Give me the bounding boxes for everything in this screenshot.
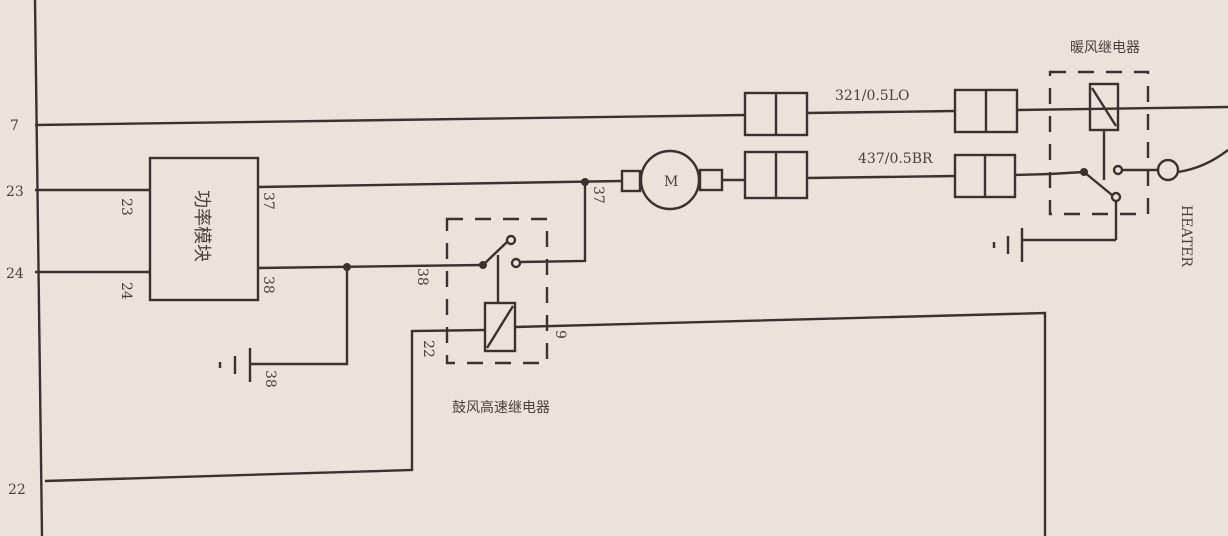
pin-label: 37 xyxy=(590,186,606,204)
power-module-label: 功率模块 xyxy=(191,190,212,262)
wire-label-top: 321/0.5LO xyxy=(835,88,909,104)
heater-symbol xyxy=(1156,158,1180,182)
heater-label: HEATER xyxy=(1178,205,1194,267)
pin-label: 38 xyxy=(262,370,278,388)
wire-label-middle: 437/0.5BR xyxy=(858,151,933,167)
heater-relay-box xyxy=(1048,70,1150,216)
high-speed-relay-box xyxy=(445,217,549,365)
pin-label: 9 xyxy=(552,330,568,339)
pin-label: 38 xyxy=(260,276,276,294)
left-bus xyxy=(33,0,44,536)
heater-relay-label: 暖风继电器 xyxy=(1070,40,1140,56)
bus-label-22: 22 xyxy=(8,482,26,498)
high-speed-relay-label: 鼓风高速继电器 xyxy=(452,399,550,416)
power-module xyxy=(148,156,260,302)
pin-label: 37 xyxy=(260,192,276,210)
pin-label: 23 xyxy=(118,198,134,216)
bus-label-24: 24 xyxy=(6,266,24,282)
pin-label: 38 xyxy=(414,268,430,286)
bus-label-23: 23 xyxy=(6,184,24,200)
bus-label-7: 7 xyxy=(10,118,19,134)
pin-label: 24 xyxy=(118,282,134,300)
motor-label: M xyxy=(664,174,678,190)
wire-7 xyxy=(34,113,746,127)
pin-label: 22 xyxy=(420,340,436,358)
